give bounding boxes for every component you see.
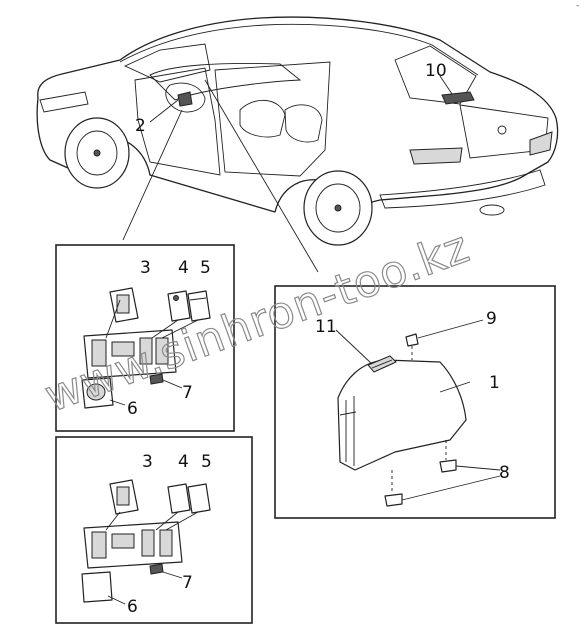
leader-line-cluster bbox=[204, 79, 319, 273]
leader-7-b bbox=[162, 571, 183, 579]
leader-9 bbox=[417, 319, 484, 339]
car-tail-light-left bbox=[409, 147, 463, 165]
corner-mark: - bbox=[576, 1, 579, 11]
callout-2: 2 bbox=[135, 116, 146, 136]
car-tail-light-right bbox=[529, 131, 553, 156]
car-roof-line bbox=[119, 23, 479, 76]
relay-5-b bbox=[187, 483, 211, 514]
callout-7-b: 7 bbox=[182, 573, 193, 593]
relay-4-a bbox=[167, 290, 191, 322]
car-seat-front bbox=[239, 99, 286, 138]
callout-8: 8 bbox=[499, 463, 510, 483]
part-7-a bbox=[149, 373, 164, 385]
car-rear-wheel bbox=[303, 170, 373, 246]
callout-3-b: 3 bbox=[142, 452, 153, 472]
car-body-outline bbox=[36, 16, 559, 213]
relay-6-b bbox=[81, 571, 113, 603]
leader-8-lower bbox=[401, 475, 501, 501]
callout-3-a: 3 bbox=[140, 258, 151, 278]
leader-6-a bbox=[109, 399, 126, 406]
callout-10: 10 bbox=[425, 61, 447, 81]
instrument-cluster bbox=[337, 333, 467, 507]
leader-7-a bbox=[162, 379, 183, 389]
bracket-8-upper bbox=[439, 459, 457, 473]
relay-4-b bbox=[167, 483, 191, 514]
bracket-8-lower bbox=[384, 493, 403, 507]
callout-6-a: 6 bbox=[127, 399, 138, 419]
leader-11 bbox=[335, 329, 373, 365]
car-seat-rear bbox=[284, 104, 323, 143]
callout-9: 9 bbox=[486, 309, 497, 329]
car-rear-door-opening bbox=[214, 61, 331, 177]
leader-1 bbox=[439, 381, 471, 393]
part-7-b bbox=[149, 563, 164, 575]
car-steering bbox=[165, 82, 206, 113]
callout-5-a: 5 bbox=[200, 258, 211, 278]
leader-8-upper bbox=[455, 465, 501, 471]
leader-line-fusebox bbox=[122, 109, 183, 241]
car-front-wheel bbox=[64, 117, 130, 189]
car-front-door-opening bbox=[134, 67, 221, 176]
callout-4-a: 4 bbox=[178, 258, 189, 278]
callout-7-a: 7 bbox=[182, 383, 193, 403]
cluster-body-1 bbox=[337, 359, 467, 471]
leader-line-2 bbox=[149, 99, 179, 123]
leader-6-b bbox=[107, 595, 126, 605]
callout-1: 1 bbox=[489, 373, 500, 393]
callout-5-b: 5 bbox=[201, 452, 212, 472]
car-windshield bbox=[123, 43, 211, 83]
callout-4-b: 4 bbox=[178, 452, 189, 472]
car-dashboard bbox=[149, 62, 302, 101]
callout-6-b: 6 bbox=[127, 597, 138, 617]
car-module-10 bbox=[441, 91, 475, 105]
car-headlight bbox=[39, 91, 89, 113]
cluster-screw-9 bbox=[405, 333, 419, 347]
car-rear-bumper bbox=[379, 169, 546, 209]
car-trunk-emblem bbox=[497, 125, 507, 135]
callout-11: 11 bbox=[315, 317, 337, 337]
car-module-2 bbox=[177, 91, 193, 107]
fusebox-b bbox=[81, 479, 211, 603]
car-rear-window bbox=[394, 45, 477, 105]
car-illustration bbox=[36, 16, 559, 246]
car-exhaust bbox=[479, 204, 505, 216]
leader-line-10 bbox=[439, 75, 453, 95]
fusebox-a bbox=[81, 287, 211, 409]
